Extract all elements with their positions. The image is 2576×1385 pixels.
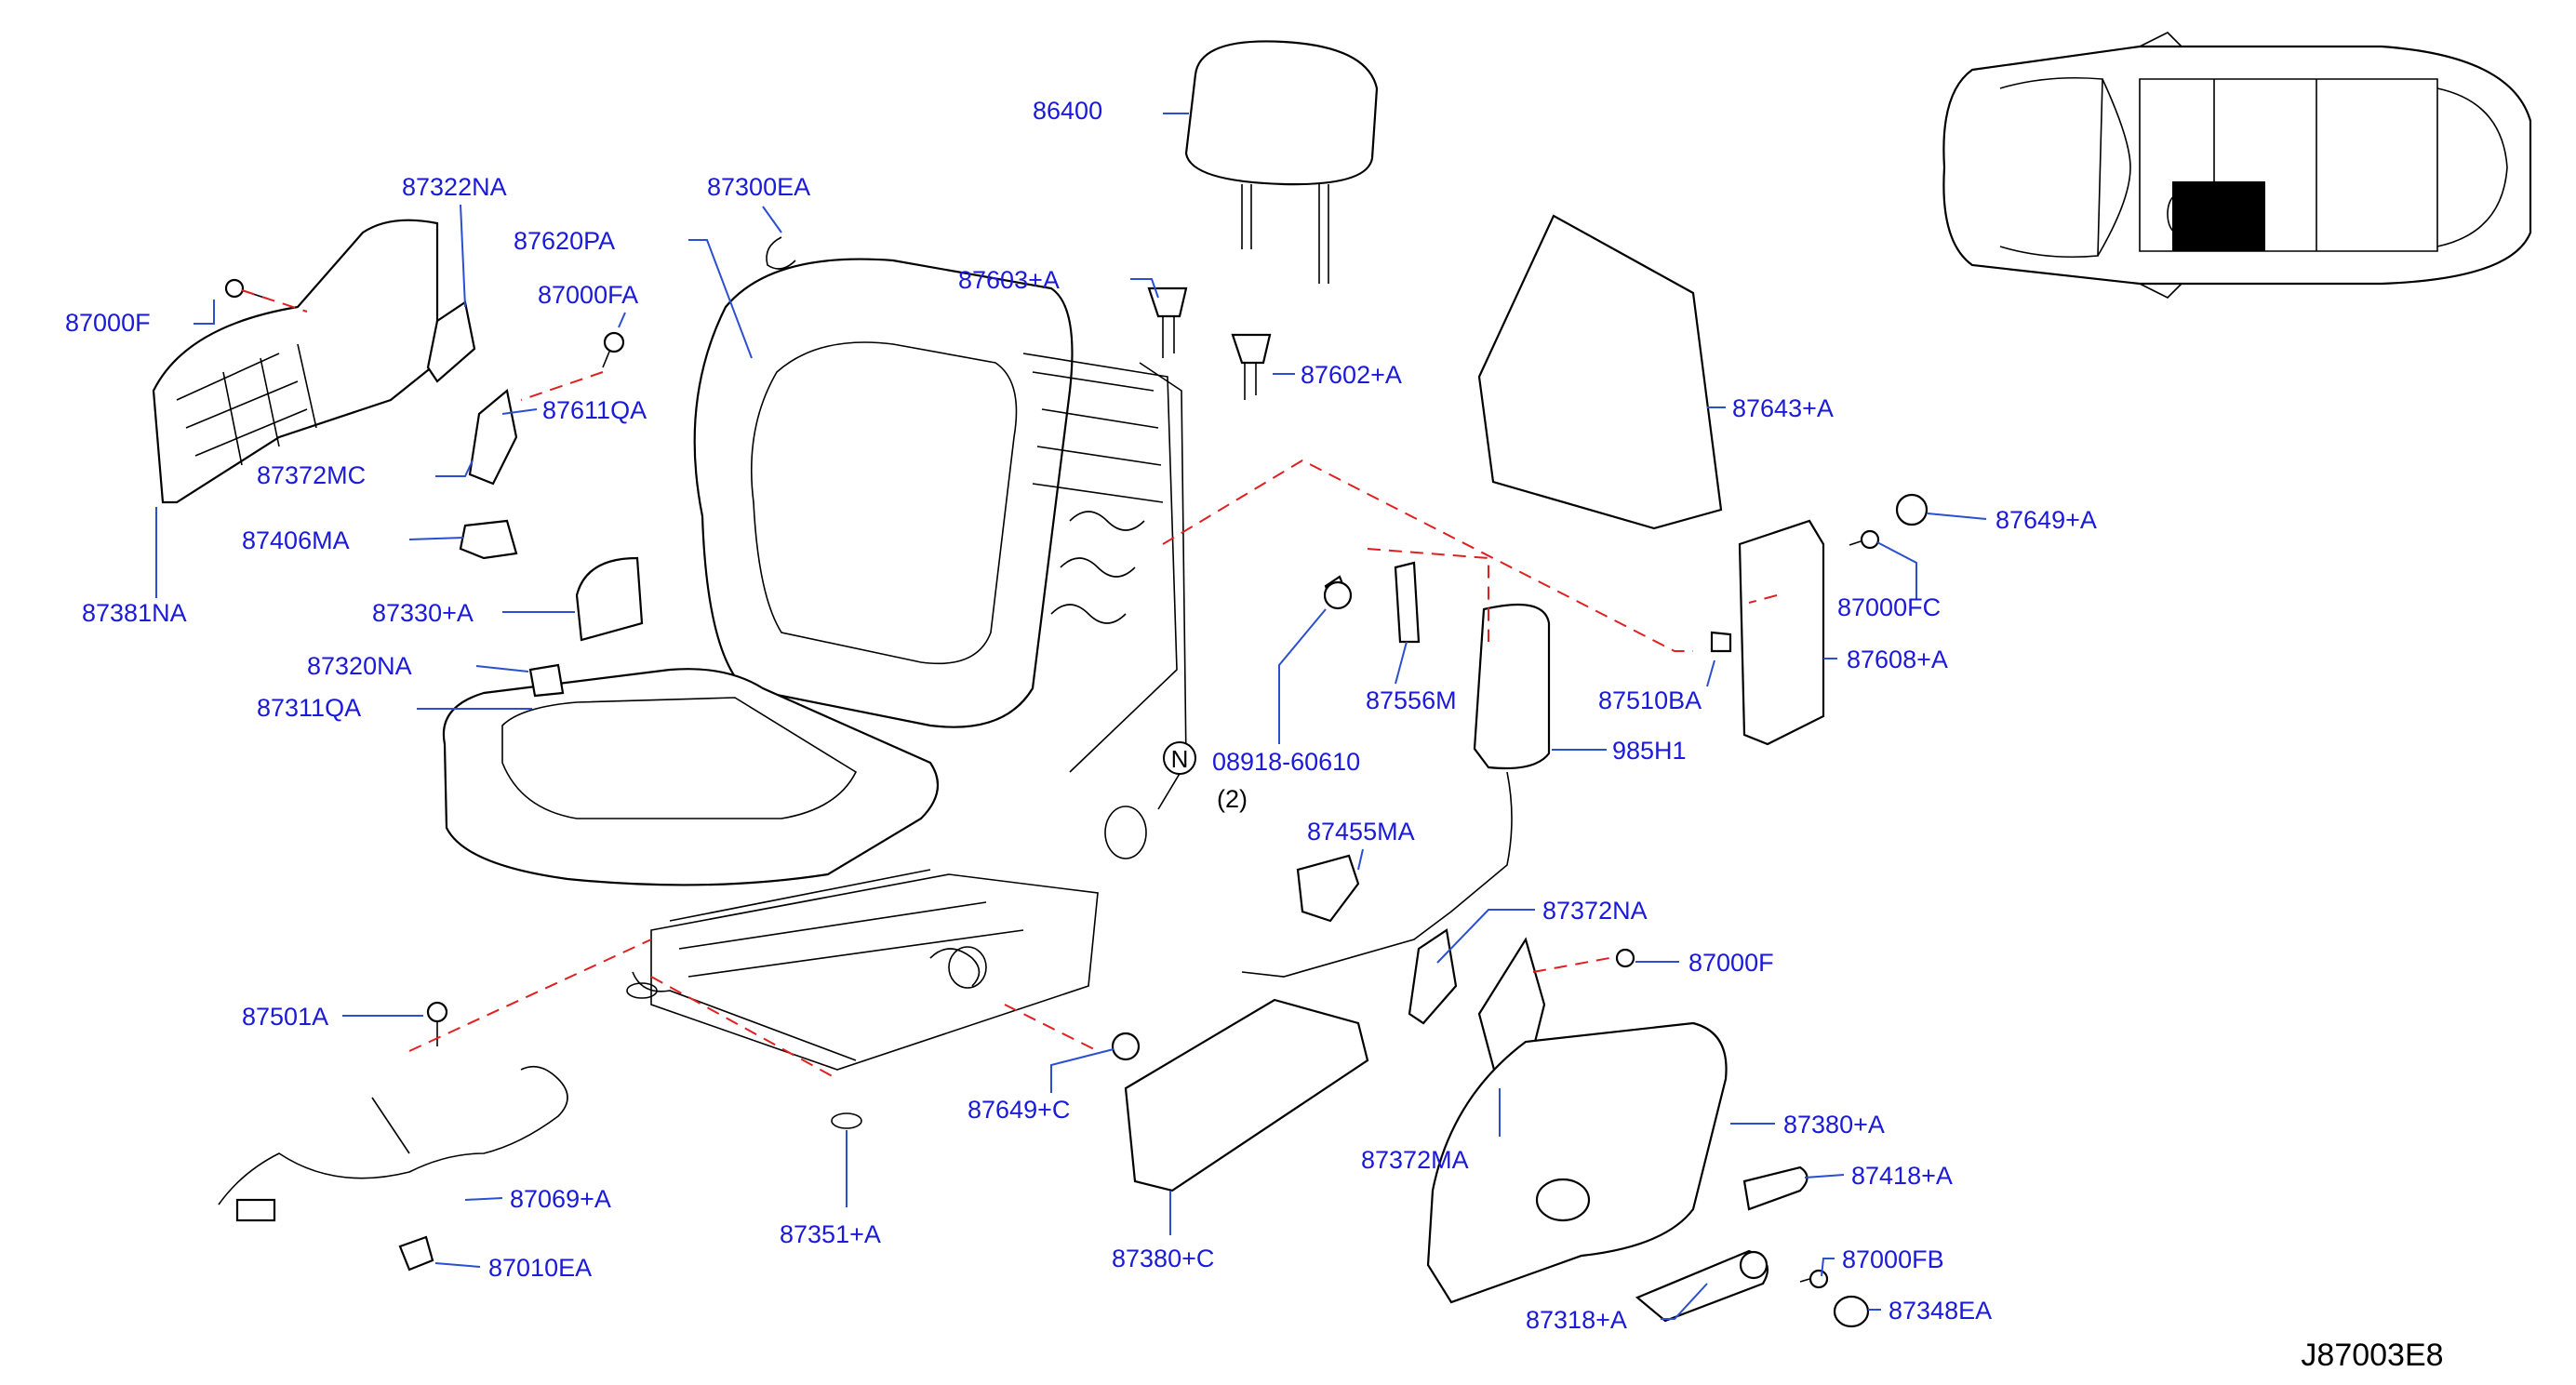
leader-line (464, 1197, 503, 1201)
part-number-label: 87318+A (1526, 1306, 1627, 1334)
part-number-label: 87380+C (1112, 1245, 1214, 1272)
leader-line (1821, 1258, 1835, 1277)
part-number-label: 87406MA (242, 526, 350, 554)
leader-line (434, 1262, 481, 1268)
leader-line (194, 300, 215, 325)
part-number-label: 87381NA (82, 599, 187, 627)
lower-parts (218, 998, 1870, 1328)
leader-line (688, 239, 753, 359)
part-number-label: 87608+A (1847, 646, 1948, 673)
part-number-label: 87556M (1366, 686, 1457, 714)
part-number-label: 08918-60610 (1212, 748, 1360, 776)
leader-line (762, 206, 782, 233)
part-number-label: 87603+A (958, 266, 1060, 294)
part-number-label: 87069+A (510, 1185, 611, 1213)
part-number-label: 87348EA (1889, 1297, 1992, 1325)
leader-line (1130, 278, 1159, 299)
part-number-label: 87501A (242, 1003, 328, 1031)
part-number-label: 87311QA (257, 694, 361, 722)
leader-line (435, 459, 474, 477)
leader-line (1661, 1283, 1708, 1320)
leader-line (475, 665, 529, 673)
leader-line (1804, 1174, 1845, 1179)
right-side-parts (1241, 214, 1929, 1085)
leader-line (460, 204, 466, 308)
part-number-label: 87418+A (1851, 1162, 1953, 1190)
leader-line (408, 537, 464, 540)
part-number-label: 87602+A (1301, 361, 1402, 389)
leader-line (1436, 909, 1535, 964)
leader-line (1876, 541, 1917, 600)
part-number-label: (2) (1217, 785, 1248, 813)
part-number-label: 87372MC (257, 461, 366, 489)
leader-line (1395, 641, 1408, 685)
part-number-label: 985H1 (1612, 737, 1687, 765)
left-side-parts (152, 219, 796, 698)
part-number-label: 86400 (1033, 97, 1102, 125)
headrest-86400 (1184, 40, 1379, 284)
leader-line (1927, 513, 1987, 520)
part-number-label: 87380+A (1783, 1111, 1885, 1139)
dashed-links (241, 289, 1778, 1080)
leader-line (1706, 659, 1715, 687)
seat-cushion-assembly (442, 668, 1147, 1129)
seat-position-marker (2172, 181, 2265, 251)
part-number-label: 87000FC (1837, 593, 1941, 621)
svg-text:N: N (1171, 745, 1189, 773)
part-number-label: 87649+A (1995, 506, 2097, 534)
note-symbol: N (1163, 741, 1196, 775)
leader-line (1278, 608, 1327, 744)
part-number-label: 87010EA (488, 1254, 592, 1282)
part-number-label: 87000F (65, 309, 151, 337)
part-number-label: 87322NA (402, 173, 507, 201)
part-number-label: 87611QA (542, 396, 647, 424)
part-number-label: 87000FB (1842, 1245, 1944, 1273)
part-number-label: 87620PA (514, 227, 615, 255)
part-number-label: 87351+A (780, 1220, 881, 1248)
part-number-label: 87300EA (707, 173, 810, 201)
leader-line (501, 408, 538, 415)
part-number-label: 87455MA (1307, 818, 1415, 846)
part-number-label: 87372NA (1542, 897, 1648, 925)
part-number-label: 87510BA (1598, 686, 1702, 714)
part-number-label: 87372MA (1361, 1146, 1469, 1174)
vehicle-location-inset (1942, 32, 2532, 299)
leader-line (618, 312, 626, 328)
part-number-label: 87643+A (1732, 394, 1834, 422)
part-number-label: 87649+C (968, 1096, 1070, 1124)
leader-line (1357, 848, 1364, 871)
part-number-label: 87330+A (372, 599, 474, 627)
diagram-reference-code: J87003E8 (2301, 1338, 2443, 1373)
leader-line (1050, 1048, 1114, 1093)
part-number-label: 87000FA (538, 281, 638, 309)
callout-labels: 86400 87322NA 87300EA 87620PA 87000FA 87000F 8… (65, 97, 2097, 1334)
part-number-label: 87320NA (307, 652, 412, 680)
part-number-label: 87000F (1688, 949, 1774, 977)
